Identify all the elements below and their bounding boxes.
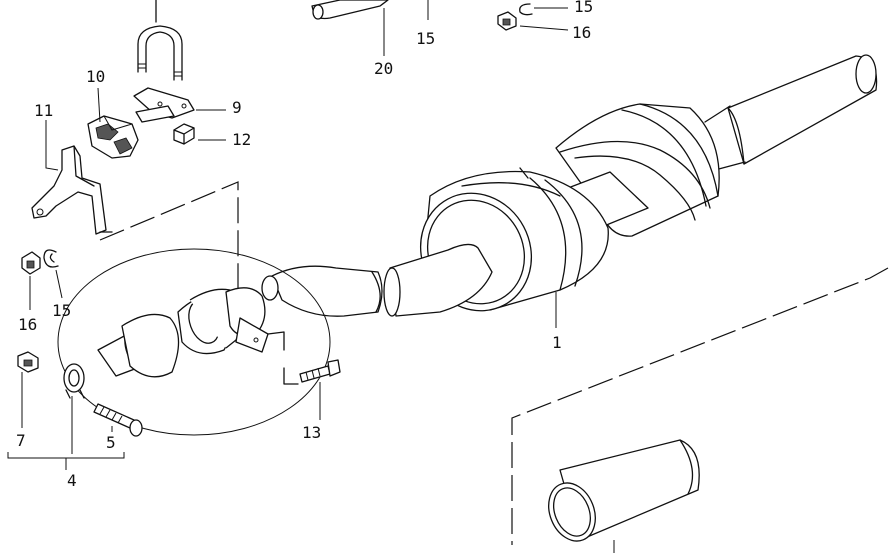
- callout-12: 12: [232, 130, 251, 149]
- parts-15-16-left-fasteners: [21, 249, 59, 275]
- callout-11: 11: [34, 101, 53, 120]
- part-1-muffler: [383, 54, 878, 317]
- callout-10: 10: [86, 67, 105, 86]
- callout-20: 20: [374, 59, 393, 78]
- assembly-reference-lines: [99, 181, 889, 545]
- tail-pipe-extension: [548, 439, 700, 542]
- part-10-rubber-mount: [87, 115, 139, 159]
- callout-15-right: 15: [574, 0, 593, 16]
- part-11-hanger-bracket: [31, 145, 113, 235]
- callout-16-left: 16: [18, 315, 37, 334]
- callout-15-left: 15: [52, 301, 71, 320]
- callout-13: 13: [302, 423, 321, 442]
- callout-16-right: 16: [572, 23, 591, 42]
- part-5-bolt: [93, 403, 143, 437]
- leader-lines: [7, 0, 615, 553]
- callout-5: 5: [106, 433, 116, 452]
- part-20-strap: [311, 0, 389, 20]
- part-13-bolt: [299, 359, 341, 383]
- callout-4: 4: [67, 471, 77, 490]
- callout-9: 9: [232, 98, 242, 117]
- front-exhaust-pipe: [261, 265, 383, 317]
- part-7-nut: [17, 351, 39, 373]
- u-bolt: [137, 0, 183, 81]
- part-12-nut: [173, 123, 195, 145]
- part-4-clamp: [63, 363, 85, 399]
- callout-1: 1: [552, 333, 562, 352]
- callout-labels: 1 4 5 7 9 10 11 12 13 15 15 15 16 16 20: [16, 0, 593, 490]
- callout-7: 7: [16, 431, 26, 450]
- part-9-bracket: [133, 87, 195, 123]
- parts-15-16-top-fasteners: [497, 3, 533, 31]
- callout-15-top: 15: [416, 29, 435, 48]
- circled-detail-assembly: [57, 248, 331, 436]
